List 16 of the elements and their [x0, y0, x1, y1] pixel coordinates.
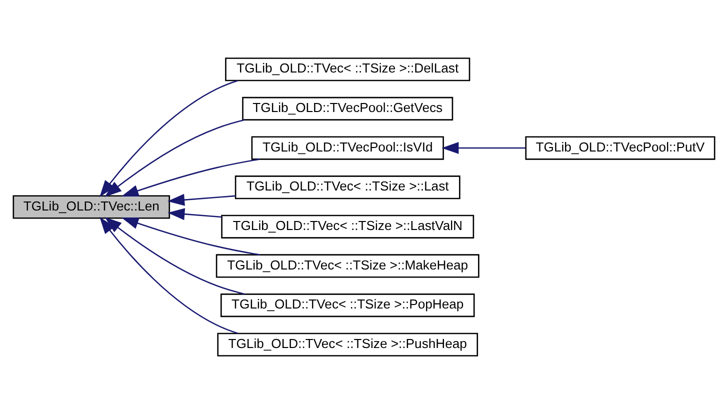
node-box: TGLib_OLD::TVec< ::TSize >::MakeHeap	[216, 254, 480, 278]
arrow	[100, 80, 238, 197]
node-box: TGLib_OLD::TVec< ::TSize >::LastValN	[221, 214, 474, 238]
arrow	[121, 158, 260, 196]
node-box: TGLib_OLD::TVec< ::TSize >::DelLast	[225, 57, 470, 81]
arrow	[442, 142, 526, 154]
arrow	[104, 118, 245, 196]
arrow	[167, 193, 236, 206]
node-box: TGLib_OLD::TVec< ::TSize >::PopHeap	[220, 293, 475, 317]
node-box: TGLib_OLD::TVecPool::GetVecs	[242, 96, 454, 120]
node-box: TGLib_OLD::TVecPool::IsVId	[251, 136, 444, 160]
node-box: TGLib_OLD::TVec::Len	[12, 194, 170, 218]
node-box: TGLib_OLD::TVec< ::TSize >::PushHeap	[217, 332, 478, 356]
node-box: TGLib_OLD::TVecPool::PutV	[525, 136, 716, 160]
arrow	[168, 208, 222, 220]
node-box: TGLib_OLD::TVec< ::TSize >::Last	[234, 175, 460, 199]
